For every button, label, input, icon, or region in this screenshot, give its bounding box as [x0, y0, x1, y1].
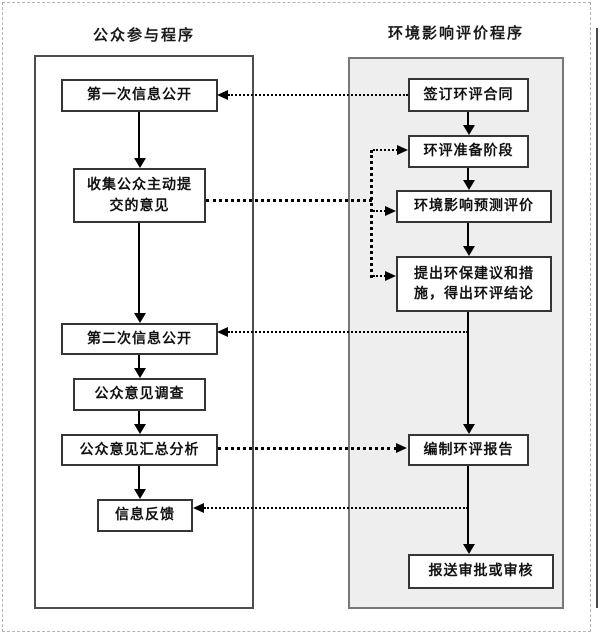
arrow-contract-to-preparation — [463, 112, 475, 135]
arrowhead-into-prediction — [385, 206, 396, 216]
box-submit-for-approval: 报送审批或审核 — [408, 554, 554, 589]
box-proposals-and-conclusions: 提出环保建议和措施，得出环评结论 — [396, 256, 552, 312]
dotted-contract-to-first-disclosure — [228, 94, 408, 96]
dotted-branch-vertical — [370, 150, 373, 278]
arrow-collect-to-second-disclosure — [134, 223, 146, 323]
box-eia-preparation: 环评准备阶段 — [408, 135, 529, 168]
box-sign-eia-contract: 签订环评合同 — [408, 78, 529, 112]
dotted-collect-to-branch — [206, 199, 372, 202]
arrow-report-to-submit — [463, 466, 475, 554]
arrowhead-into-second-disclosure — [217, 327, 228, 337]
arrow-prediction-to-proposals — [463, 223, 475, 256]
arrow-summary-to-feedback — [134, 466, 146, 499]
dotted-branch-to-preparation — [373, 149, 398, 151]
left-column-title: 公众参与程序 — [92, 26, 195, 44]
arrowhead-into-first-disclosure — [217, 90, 228, 100]
arrow-proposals-to-report — [463, 312, 475, 434]
box-opinion-summary-analysis: 公众意见汇总分析 — [61, 434, 218, 466]
arrow-first-disclosure-to-collect — [134, 112, 146, 168]
box-collect-public-opinions: 收集公众主动提交的意见 — [73, 168, 206, 223]
box-second-info-disclosure: 第二次信息公开 — [61, 323, 218, 355]
arrow-preparation-to-prediction — [463, 168, 475, 190]
arrowhead-into-preparation — [397, 145, 408, 155]
box-information-feedback: 信息反馈 — [97, 499, 193, 532]
dotted-branch-to-proposals — [373, 275, 386, 277]
arrowhead-into-report — [396, 443, 407, 453]
box-compile-eia-report: 编制环评报告 — [408, 434, 529, 466]
outer-dashed-border — [2, 2, 591, 632]
right-column-title: 环境影响评价程序 — [387, 24, 524, 42]
arrowhead-into-feedback — [193, 503, 204, 513]
box-public-opinion-survey: 公众意见调查 — [73, 378, 206, 411]
dotted-proposals-to-second-disclosure — [228, 331, 468, 333]
dotted-report-to-feedback — [204, 507, 468, 509]
dotted-summary-to-report — [218, 447, 397, 450]
box-impact-prediction-assessment: 环境影响预测评价 — [396, 190, 552, 223]
arrowhead-into-proposals — [385, 271, 396, 281]
page-right-edge-line — [596, 28, 598, 608]
arrow-second-disclosure-to-survey — [134, 355, 146, 378]
box-first-info-disclosure: 第一次信息公开 — [61, 79, 218, 112]
dotted-branch-to-prediction — [373, 210, 386, 212]
arrow-survey-to-summary — [134, 411, 146, 434]
